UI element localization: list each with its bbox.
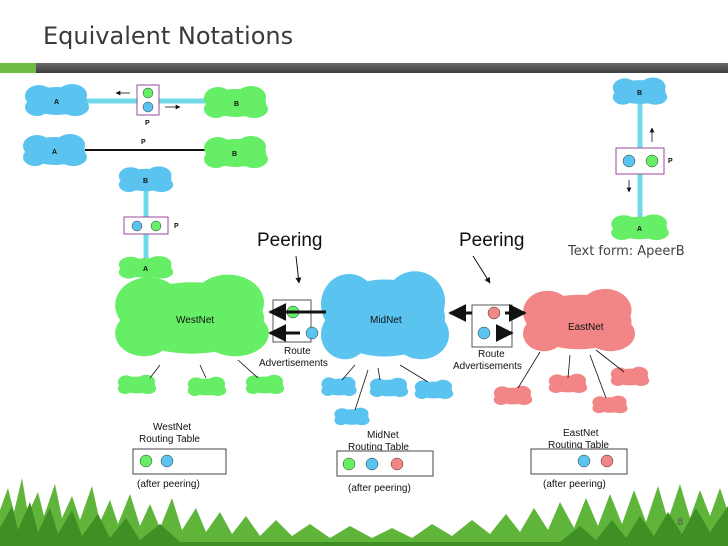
svg-text:Routing Table: Routing Table xyxy=(348,442,409,453)
svg-text:P: P xyxy=(174,223,179,230)
svg-text:(after peering): (after peering) xyxy=(137,479,200,490)
svg-text:P: P xyxy=(668,158,673,165)
svg-text:B: B xyxy=(143,178,148,185)
svg-text:Routing Table: Routing Table xyxy=(139,434,200,445)
svg-text:MidNet: MidNet xyxy=(367,430,399,441)
svg-text:(after peering): (after peering) xyxy=(543,479,606,490)
svg-text:B: B xyxy=(232,151,237,158)
notation-vertical-left: B A P xyxy=(118,166,179,279)
header-bar xyxy=(36,63,728,73)
svg-text:A: A xyxy=(143,266,148,273)
header-accent-bar xyxy=(0,63,36,73)
svg-text:Advertisements: Advertisements xyxy=(259,358,328,369)
svg-text:Route: Route xyxy=(478,349,505,360)
slide-title: Equivalent Notations xyxy=(43,22,294,50)
svg-text:WestNet: WestNet xyxy=(153,422,191,433)
main-diagram: Peering Peering WestNet MidNet EastNet R… xyxy=(115,230,650,494)
svg-text:B: B xyxy=(637,90,642,97)
svg-text:Advertisements: Advertisements xyxy=(453,361,522,372)
notation-horizontal-box: A B P xyxy=(25,84,268,127)
svg-text:A: A xyxy=(52,149,57,156)
midnet-label: MidNet xyxy=(370,315,402,326)
svg-text:P: P xyxy=(141,139,146,146)
svg-text:Route: Route xyxy=(284,346,311,357)
notation-horizontal-line: A B P xyxy=(23,134,268,168)
peering-label-left: Peering xyxy=(257,230,323,251)
notation-vertical-right: B A P xyxy=(611,77,673,240)
svg-text:Routing Table: Routing Table xyxy=(548,440,609,451)
svg-text:(after peering): (after peering) xyxy=(348,483,411,494)
page-number: 8 xyxy=(677,517,684,528)
svg-text:A: A xyxy=(54,99,59,106)
svg-text:B: B xyxy=(234,101,239,108)
eastnet-label: EastNet xyxy=(568,322,604,333)
westnet-label: WestNet xyxy=(176,315,214,326)
svg-text:A: A xyxy=(637,226,642,233)
grass-decoration xyxy=(0,478,728,546)
text-form-label: Text form: ApeerB xyxy=(568,244,685,259)
peering-label-right: Peering xyxy=(459,230,525,251)
svg-text:P: P xyxy=(145,120,150,127)
svg-text:EastNet: EastNet xyxy=(563,428,599,439)
